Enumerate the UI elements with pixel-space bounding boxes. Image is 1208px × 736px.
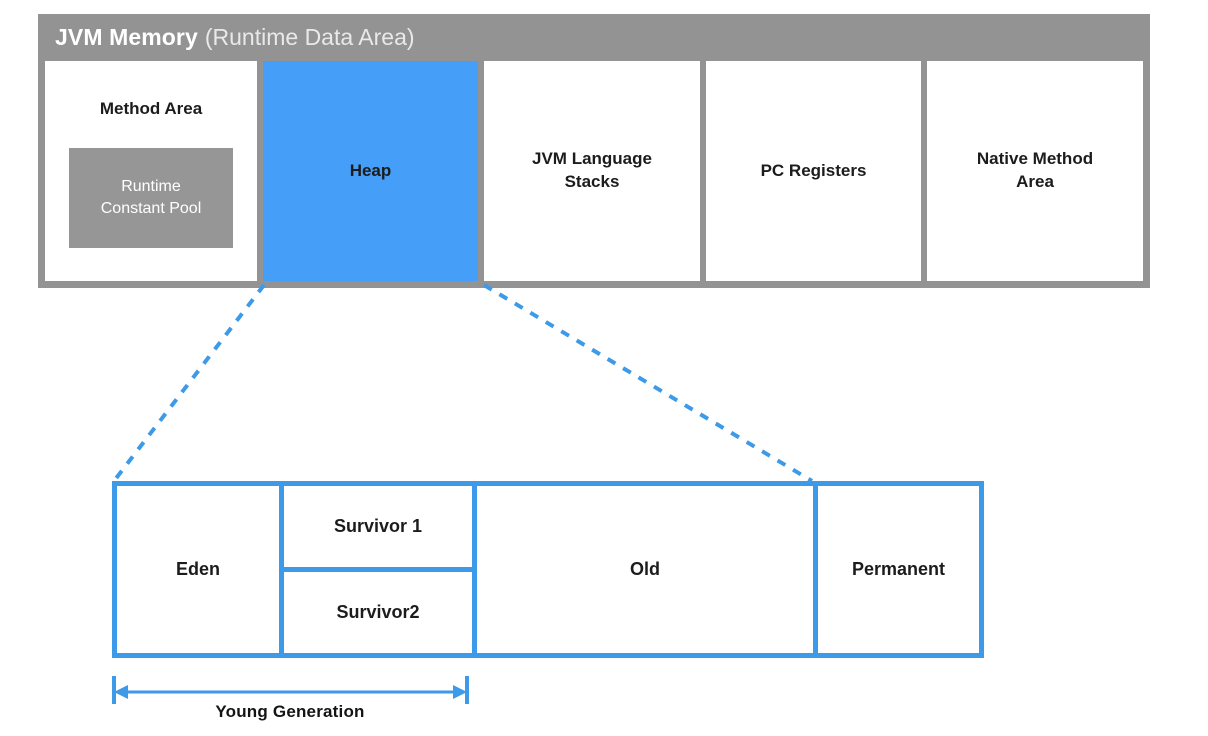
heap-region-survivors: Survivor 1 Survivor2 [284, 486, 477, 653]
jvm-memory-title: JVM Memory [55, 24, 198, 50]
young-generation-label: Young Generation [215, 702, 365, 721]
heap-region-permanent[interactable]: Permanent [818, 486, 979, 653]
connector-line-right [482, 283, 814, 483]
jvm-language-stacks-label-line2: Stacks [564, 172, 620, 191]
jvm-language-stacks-label-line1: JVM Language [532, 149, 652, 169]
jvm-memory-container: JVM Memory (Runtime Data Area) Method Ar… [38, 14, 1150, 288]
eden-label: Eden [175, 559, 220, 579]
heap-region-survivor-2[interactable]: Survivor2 [284, 572, 472, 653]
native-method-area-label-line2: Area [1016, 172, 1054, 191]
region-heap[interactable]: Heap [263, 61, 478, 281]
runtime-data-area-regions: Method Area Runtime Constant Pool Heap J… [45, 61, 1143, 281]
survivor-2-label: Survivor2 [336, 602, 420, 622]
heap-region-eden[interactable]: Eden [117, 486, 284, 653]
heap-label: Heap [349, 160, 392, 180]
native-method-area-label-line1: Native Method [976, 149, 1094, 169]
runtime-constant-pool-label-line2: Constant Pool [100, 199, 202, 217]
method-area-label: Method Area [99, 99, 203, 118]
region-method-area[interactable]: Method Area Runtime Constant Pool [45, 61, 257, 281]
young-generation-arrow-icon [112, 676, 469, 708]
heap-region-old[interactable]: Old [477, 486, 818, 653]
jvm-memory-header: JVM Memory (Runtime Data Area) [38, 14, 1150, 61]
permanent-label: Permanent [851, 559, 946, 579]
region-native-method-area[interactable]: Native Method Area [927, 61, 1143, 281]
runtime-constant-pool-label-line1: Runtime [121, 177, 181, 195]
heap-detail-container: Eden Survivor 1 Survivor2 Old Permanent [112, 481, 984, 658]
pc-registers-label: PC Registers [760, 160, 867, 180]
young-generation-measure: Young Generation [108, 672, 478, 730]
runtime-constant-pool-box[interactable]: Runtime Constant Pool [69, 147, 233, 248]
jvm-memory-subtitle: (Runtime Data Area) [204, 24, 415, 50]
region-pc-registers[interactable]: PC Registers [706, 61, 921, 281]
connector-line-left [112, 283, 266, 483]
old-label: Old [630, 559, 660, 579]
survivor-1-label: Survivor 1 [333, 516, 423, 536]
region-jvm-language-stacks[interactable]: JVM Language Stacks [484, 61, 700, 281]
heap-region-survivor-1[interactable]: Survivor 1 [284, 486, 472, 572]
